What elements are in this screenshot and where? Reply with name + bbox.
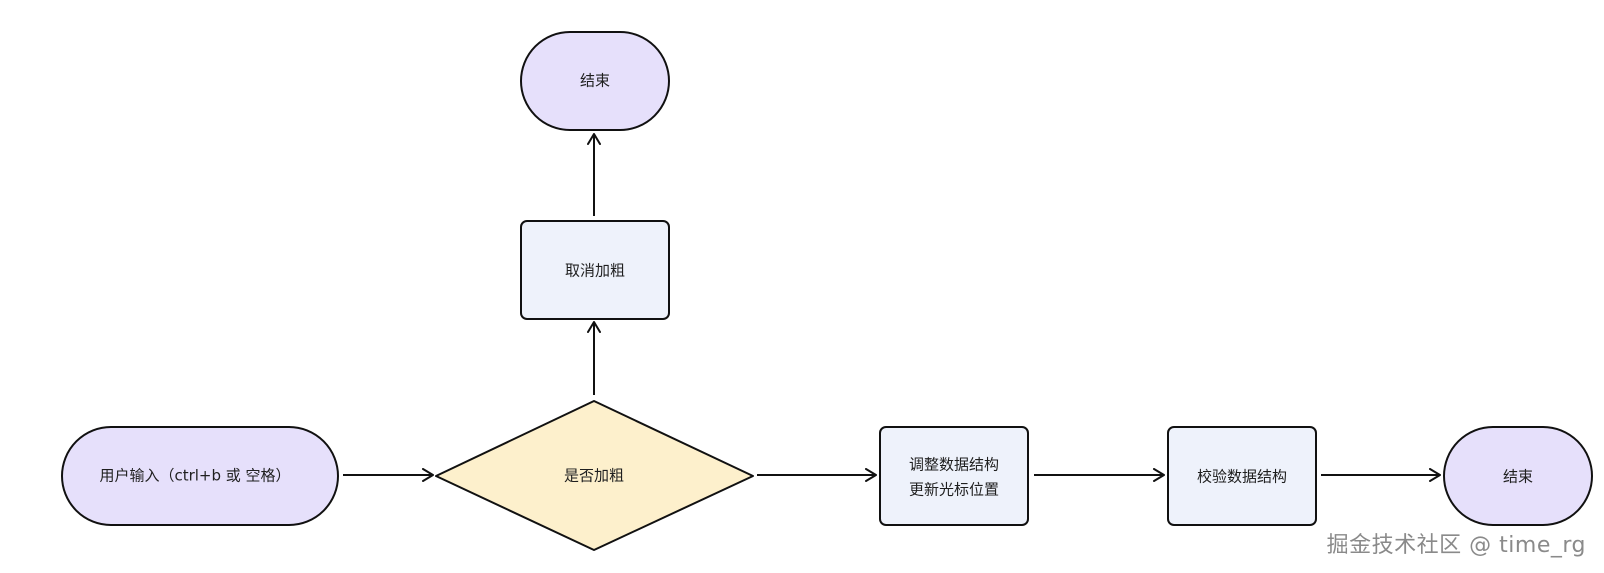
end-node-top: 结束 (520, 31, 670, 131)
validate-node: 校验数据结构 (1167, 426, 1317, 526)
decision-node: 是否加粗 (435, 400, 754, 551)
watermark: 掘金技术社区 @ time_rg (1326, 533, 1586, 558)
start-node: 用户输入（ctrl+b 或 空格） (61, 426, 339, 526)
decision-label: 是否加粗 (564, 467, 624, 485)
connectors (343, 133, 1441, 482)
adjust-label-line2: 更新光标位置 (909, 481, 999, 499)
cancel-bold-node: 取消加粗 (520, 220, 670, 320)
end-node-right: 结束 (1443, 426, 1593, 526)
start-node-label: 用户输入（ctrl+b 或 空格） (99, 467, 290, 485)
validate-label: 校验数据结构 (1197, 468, 1287, 486)
end-node-top-label: 结束 (580, 72, 610, 90)
adjust-node: 调整数据结构 更新光标位置 (879, 426, 1029, 526)
cancel-bold-label: 取消加粗 (565, 262, 625, 280)
end-node-right-label: 结束 (1503, 468, 1533, 486)
adjust-label-line1: 调整数据结构 (909, 456, 999, 474)
